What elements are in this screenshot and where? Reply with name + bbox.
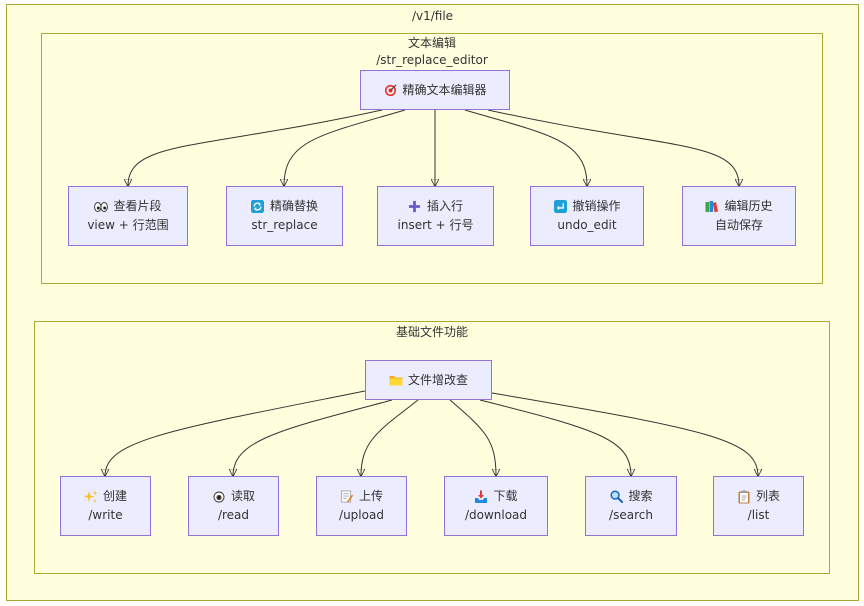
sparkles-icon: [83, 490, 98, 504]
editor-node-replace-sub: str_replace: [251, 218, 318, 232]
editor-node-view-sub: view + 行范围: [87, 218, 169, 232]
basic-root-node[interactable]: 文件增改查: [365, 360, 492, 400]
plus-icon: [408, 200, 422, 214]
basic-node-download-label: 下载: [493, 489, 518, 503]
basic-node-read-sub: /read: [217, 508, 250, 522]
basic-node-read-label: 读取: [230, 489, 255, 503]
editor-node-replace-label: 精确替换: [269, 199, 318, 213]
editor-node-insert-label: 插入行: [426, 199, 463, 213]
basic-node-download[interactable]: 下载 /download: [444, 476, 548, 536]
edge-basic-download: [449, 399, 496, 476]
editor-node-history-label: 编辑历史: [724, 199, 773, 213]
edge-editor-view: [128, 109, 383, 186]
basic-node-list[interactable]: 列表 /list: [713, 476, 804, 536]
inbox-tray-icon: [474, 490, 488, 504]
basic-root-label: 文件增改查: [407, 372, 468, 387]
editor-node-history-sub: 自动保存: [714, 218, 763, 232]
basic-node-list-sub: /list: [747, 508, 770, 522]
basic-node-download-sub: /download: [464, 508, 528, 522]
edge-editor-replace: [284, 109, 406, 186]
editor-node-view-label: 查看片段: [113, 199, 162, 213]
editor-node-undo[interactable]: 撤销操作 undo_edit: [530, 186, 644, 246]
editor-node-undo-sub: undo_edit: [557, 218, 617, 232]
editor-root-label: 精确文本编辑器: [402, 82, 487, 97]
editor-cluster-subtitle: /str_replace_editor: [376, 53, 488, 67]
edge-editor-undo: [464, 109, 587, 186]
editor-node-insert[interactable]: 插入行 insert + 行号: [377, 186, 494, 246]
edge-basic-search: [479, 399, 631, 476]
editor-root-node[interactable]: 精确文本编辑器: [360, 70, 510, 110]
edge-basic-read: [233, 399, 393, 476]
basic-node-list-label: 列表: [755, 489, 780, 503]
basic-cluster-title: 基础文件功能: [395, 325, 468, 339]
basic-node-search[interactable]: 搜索 /search: [585, 476, 677, 536]
editor-edges: [128, 109, 739, 186]
basic-node-create-label: 创建: [102, 489, 127, 503]
basic-node-search-label: 搜索: [628, 489, 653, 503]
edge-basic-create: [105, 390, 366, 476]
editor-node-history[interactable]: 编辑历史 自动保存: [682, 186, 796, 246]
undo-icon: [553, 200, 567, 214]
clipboard-icon: [737, 490, 751, 504]
editor-node-undo-label: 撤销操作: [572, 199, 621, 213]
edge-basic-upload: [361, 399, 419, 476]
edge-basic-list: [491, 392, 758, 476]
magnifier-icon: [609, 490, 623, 504]
basic-node-search-sub: /search: [609, 508, 653, 522]
editor-node-insert-sub: insert + 行号: [397, 218, 474, 232]
folder-icon: [389, 373, 403, 387]
editor-cluster-title: 文本编辑: [407, 36, 456, 50]
basic-node-upload-label: 上传: [358, 489, 383, 503]
edge-editor-history: [487, 109, 739, 186]
eyes-icon: [94, 200, 109, 214]
basic-node-read[interactable]: 读取 /read: [188, 476, 279, 536]
editor-node-view[interactable]: 查看片段 view + 行范围: [68, 186, 188, 246]
outer-cluster-title: /v1/file: [411, 9, 454, 23]
memo-icon: [340, 490, 354, 504]
basic-node-create-sub: /write: [88, 508, 123, 522]
basic-node-upload[interactable]: 上传 /upload: [316, 476, 407, 536]
basic-node-upload-sub: /upload: [339, 508, 384, 522]
target-icon: [383, 83, 397, 97]
basic-node-create[interactable]: 创建 /write: [60, 476, 151, 536]
editor-node-replace[interactable]: 精确替换 str_replace: [226, 186, 343, 246]
refresh-icon: [251, 200, 265, 214]
books-icon: [705, 200, 719, 214]
eye-icon: [212, 490, 226, 504]
basic-edges: [105, 390, 758, 476]
